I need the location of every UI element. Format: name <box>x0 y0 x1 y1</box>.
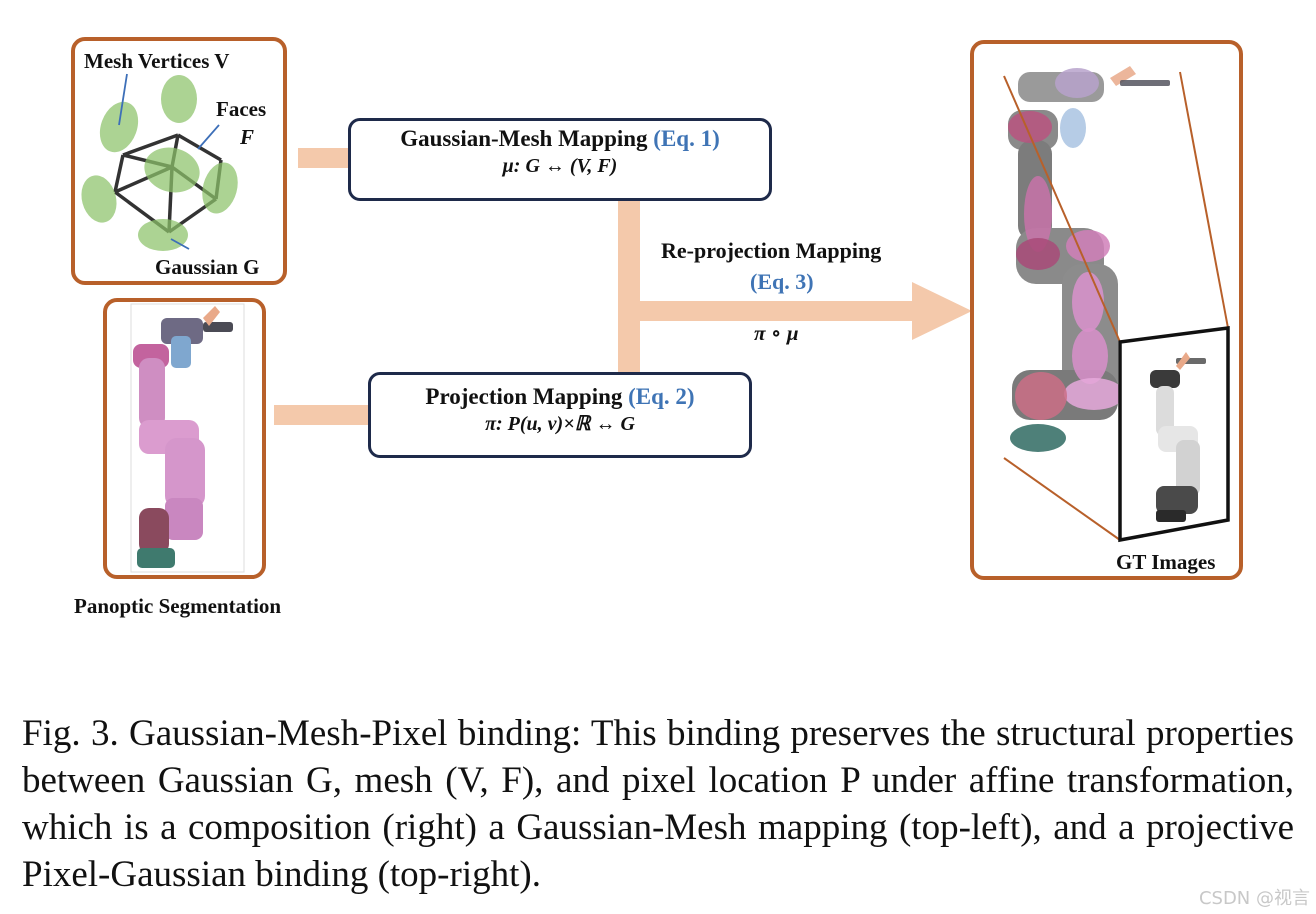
faces-symbol: F <box>240 125 255 149</box>
gaussian-ellipse <box>99 101 139 153</box>
seg-to-box-connector <box>274 405 370 425</box>
gaussian-mesh-mapping-box: Gaussian-Mesh Mapping (Eq. 1) μ: G ↔ (V,… <box>348 118 772 201</box>
reprojection-arrow-head <box>912 282 972 340</box>
eq2-reference: (Eq. 2) <box>628 384 695 409</box>
faces-label: Faces <box>216 97 267 121</box>
gaussian-ellipse <box>138 219 188 251</box>
projection-formula: π: P(u, v)×ℝ ↔ G <box>485 413 635 435</box>
gt-images-label: GT Images <box>1116 550 1216 574</box>
mesh-to-box-connector <box>298 148 350 168</box>
projection-mapping-box: Projection Mapping (Eq. 2) π: P(u, v)×ℝ … <box>368 372 752 458</box>
gaussian-ellipse <box>202 162 238 214</box>
segmentation-panel <box>103 298 266 579</box>
gaussian-ellipse <box>81 175 117 223</box>
watermark: CSDN @视言 <box>1198 888 1310 909</box>
reprojection-title: Re-projection Mapping <box>661 238 882 263</box>
eq1-reference: (Eq. 1) <box>653 126 720 151</box>
figure-caption: Fig. 3. Gaussian-Mesh-Pixel binding: Thi… <box>22 713 1294 895</box>
reprojection-formula: π ∘ μ <box>754 321 799 345</box>
projection-title: Projection Mapping <box>425 384 623 409</box>
vertical-connector <box>618 200 640 372</box>
mesh-graphic <box>81 73 238 251</box>
gaussian-mesh-formula: μ: G ↔ (V, F) <box>502 155 618 177</box>
gaussian-ellipse <box>161 75 197 123</box>
panoptic-segmentation-label: Panoptic Segmentation <box>74 594 282 618</box>
gaussian-label: Gaussian G <box>155 255 260 279</box>
gaussian-mesh-title: Gaussian-Mesh Mapping <box>400 126 648 151</box>
mesh-vertices-label: Mesh Vertices V <box>84 49 230 73</box>
gaussian-robot-render <box>1003 66 1230 543</box>
gt-images-panel: GT Images <box>970 40 1243 580</box>
reprojection-arrow-shaft <box>618 301 918 321</box>
gaussian-ellipse <box>144 147 200 193</box>
mesh-panel: Mesh Vertices V Faces F Gaussian G <box>71 37 287 285</box>
segmented-robot-arm <box>130 303 245 573</box>
eq3-reference: (Eq. 3) <box>750 269 814 294</box>
